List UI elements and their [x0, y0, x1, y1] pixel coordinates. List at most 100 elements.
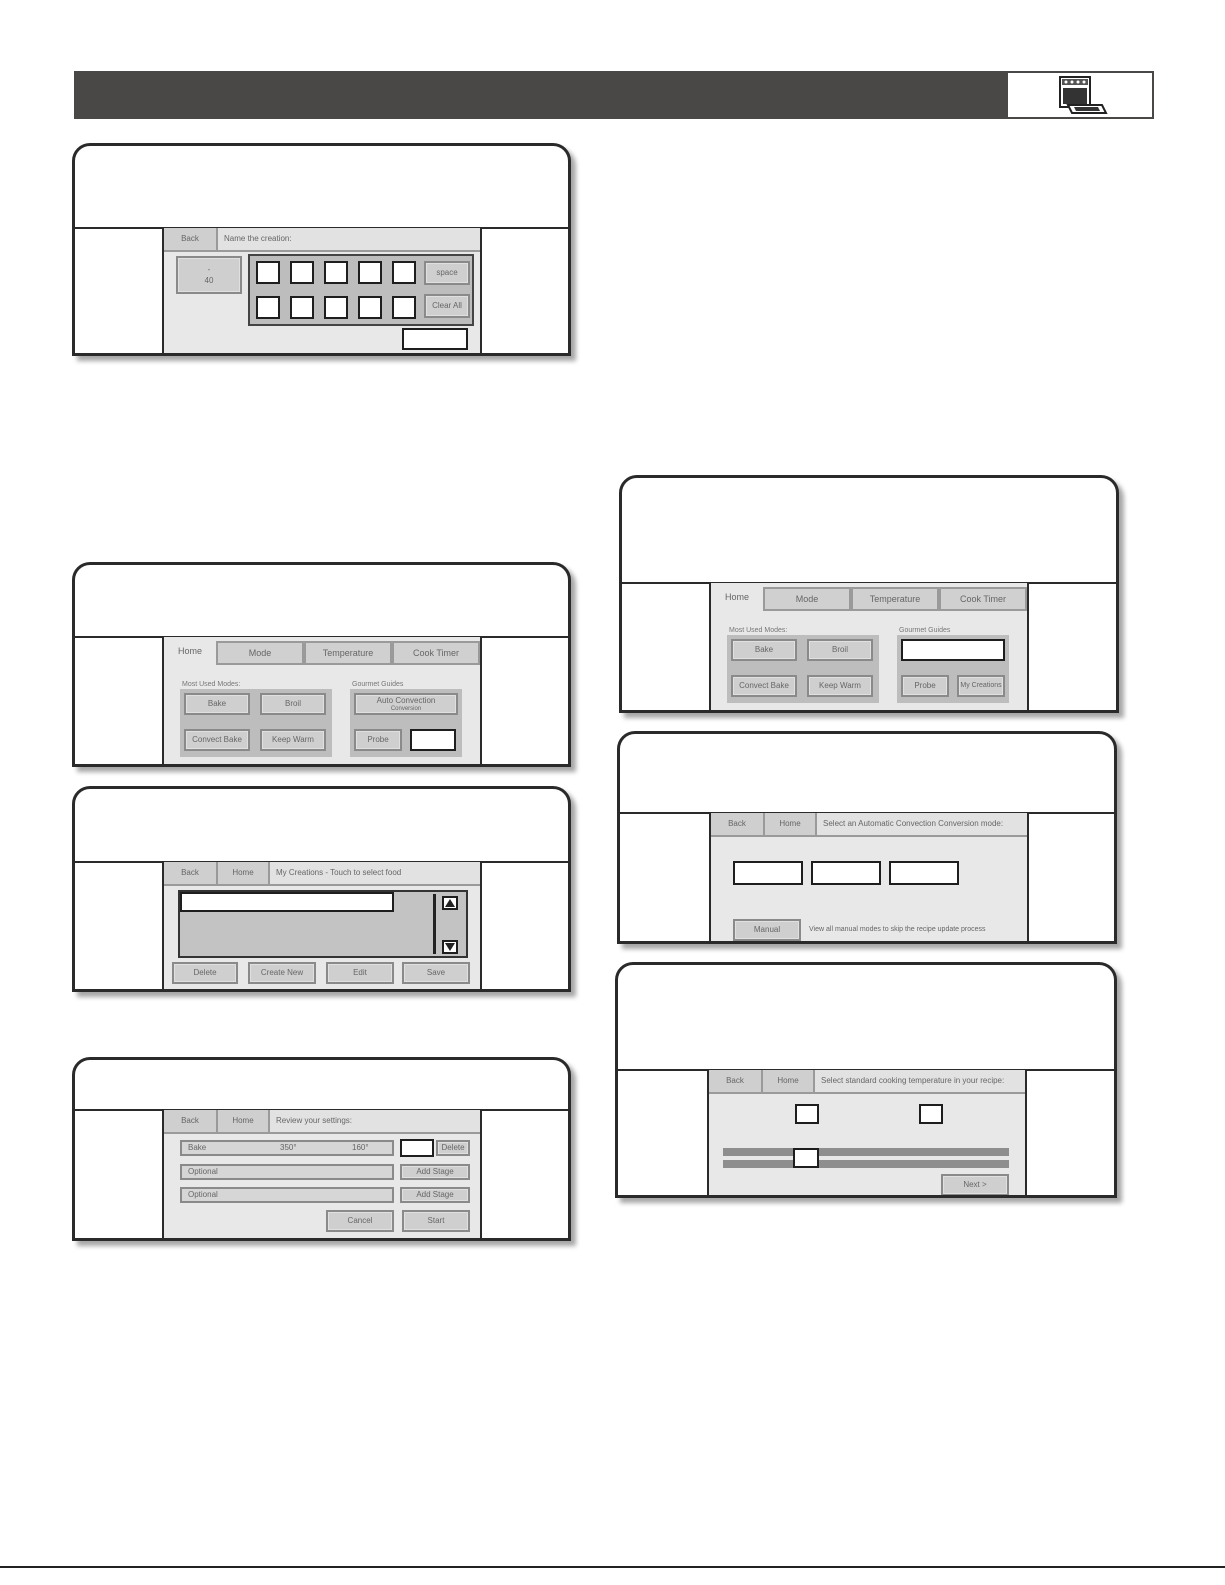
home-button[interactable]: Home [765, 813, 817, 835]
screen-prompt: Name the creation: [224, 234, 292, 243]
home-button[interactable]: Home [763, 1070, 815, 1092]
optional-stage-row[interactable]: Optional [180, 1164, 394, 1180]
cancel-button[interactable]: Cancel [326, 1210, 394, 1232]
auto-conv-label-1: Auto Convection [376, 696, 436, 705]
temperature-decrease-button[interactable] [795, 1104, 819, 1124]
create-new-button[interactable]: Create New [248, 962, 316, 984]
next-button[interactable]: Next > [941, 1174, 1009, 1195]
home-screen: Home Mode Temperature Cook Timer Most Us… [162, 637, 482, 764]
tab-temperature[interactable]: Temperature [304, 641, 392, 665]
most-used-group: Bake Broil Convect Bake Keep Warm [180, 689, 332, 757]
oven-range-icon [1059, 76, 1108, 114]
character-counter: - 40 [176, 256, 242, 294]
back-button[interactable]: Back [709, 1070, 763, 1092]
back-button[interactable]: Back [711, 813, 765, 835]
conversion-mode-option[interactable] [811, 861, 881, 885]
bake-button[interactable]: Bake [184, 693, 250, 715]
home-screen: Home Mode Temperature Cook Timer Most Us… [709, 583, 1029, 710]
keep-warm-button[interactable]: Keep Warm [260, 729, 326, 751]
back-button[interactable]: Back [164, 862, 218, 884]
optional-stage-row[interactable]: Optional [180, 1187, 394, 1203]
key[interactable] [324, 261, 348, 284]
convect-bake-button[interactable]: Convect Bake [731, 675, 797, 697]
space-button[interactable]: space [424, 261, 470, 285]
slider-thumb[interactable] [793, 1148, 820, 1168]
key[interactable] [392, 296, 416, 319]
panel-home-auto-conversion: Home Mode Temperature Cook Timer Most Us… [72, 562, 571, 767]
key[interactable] [290, 296, 314, 319]
tab-home[interactable]: Home [164, 641, 216, 665]
clear-all-button[interactable]: Clear All [424, 294, 470, 318]
select-temperature-screen: Back Home Select standard cooking temper… [707, 1070, 1027, 1195]
convect-bake-button[interactable]: Convect Bake [184, 729, 250, 751]
back-button[interactable]: Back [164, 228, 218, 250]
key[interactable] [256, 296, 280, 319]
edit-button[interactable]: Edit [326, 962, 394, 984]
key[interactable] [290, 261, 314, 284]
conversion-mode-option[interactable] [733, 861, 803, 885]
highlighted-button[interactable] [901, 639, 1005, 661]
screen-prompt: My Creations - Touch to select food [276, 868, 402, 877]
tab-temperature[interactable]: Temperature [851, 587, 939, 611]
stage-1-row[interactable]: Bake 350° 160° [180, 1140, 394, 1156]
gourmet-guides-group: Auto Convection Conversion Probe [350, 689, 462, 757]
scroll-down-icon[interactable] [442, 940, 458, 954]
tab-mode[interactable]: Mode [763, 587, 851, 611]
temperature-increase-button[interactable] [919, 1104, 943, 1124]
broil-button[interactable]: Broil [260, 693, 326, 715]
nav-bar: Back Home Review your settings: [164, 1110, 480, 1134]
gourmet-guides-group: Probe My Creations [897, 635, 1009, 703]
delete-stage-button[interactable]: Delete [436, 1140, 470, 1156]
tab-cook-timer[interactable]: Cook Timer [392, 641, 480, 665]
back-button[interactable]: Back [164, 1110, 218, 1132]
header-icon-box [1006, 73, 1152, 117]
stage-1-temp: 350° [280, 1143, 297, 1152]
creations-list [178, 890, 468, 958]
counter-value: 40 [204, 276, 214, 285]
ok-button[interactable] [402, 328, 468, 350]
temperature-slider[interactable] [723, 1148, 1009, 1170]
manual-button[interactable]: Manual [733, 919, 801, 941]
edit-stage-button[interactable] [400, 1139, 434, 1157]
key[interactable] [358, 261, 382, 284]
conversion-mode-option[interactable] [889, 861, 959, 885]
key[interactable] [324, 296, 348, 319]
slider-track-top [723, 1148, 1009, 1156]
stage-1-time: 160° [352, 1143, 369, 1152]
save-button[interactable]: Save [402, 962, 470, 984]
auto-convection-conversion-button[interactable]: Auto Convection Conversion [354, 693, 458, 715]
selected-creation-row[interactable] [180, 892, 394, 912]
keep-warm-button[interactable]: Keep Warm [807, 675, 873, 697]
home-button[interactable]: Home [218, 862, 270, 884]
scrollbar-track[interactable] [433, 894, 436, 954]
add-stage-button[interactable]: Add Stage [400, 1187, 470, 1203]
name-creation-screen: Back Name the creation: - 40 space Clear… [162, 228, 482, 353]
broil-button[interactable]: Broil [807, 639, 873, 661]
scroll-up-icon[interactable] [442, 896, 458, 910]
screen-prompt: Select standard cooking temperature in y… [821, 1076, 1005, 1085]
panel-my-creations: Back Home My Creations - Touch to select… [72, 786, 571, 992]
most-used-label: Most Used Modes: [182, 681, 241, 688]
tab-cook-timer[interactable]: Cook Timer [939, 587, 1027, 611]
home-button[interactable]: Home [218, 1110, 270, 1132]
my-creations-button[interactable]: My Creations [957, 675, 1005, 697]
bake-button[interactable]: Bake [731, 639, 797, 661]
probe-button[interactable]: Probe [901, 675, 949, 697]
nav-bar: Back Home Select an Automatic Convection… [711, 813, 1027, 837]
tab-home[interactable]: Home [711, 587, 763, 611]
tab-mode[interactable]: Mode [216, 641, 304, 665]
panel-review-settings: Back Home Review your settings: Bake 350… [72, 1057, 571, 1241]
key[interactable] [392, 261, 416, 284]
probe-button[interactable]: Probe [354, 729, 402, 751]
my-creations-screen: Back Home My Creations - Touch to select… [162, 862, 482, 989]
start-button[interactable]: Start [402, 1210, 470, 1232]
key[interactable] [256, 261, 280, 284]
add-stage-button[interactable]: Add Stage [400, 1164, 470, 1180]
key[interactable] [358, 296, 382, 319]
delete-button[interactable]: Delete [172, 962, 238, 984]
nav-bar: Back Home My Creations - Touch to select… [164, 862, 480, 886]
panel-select-temperature: Back Home Select standard cooking temper… [615, 962, 1117, 1198]
highlighted-button[interactable] [410, 729, 456, 751]
panel-home-my-creations: Home Mode Temperature Cook Timer Most Us… [619, 475, 1119, 713]
most-used-label: Most Used Modes: [729, 627, 788, 634]
